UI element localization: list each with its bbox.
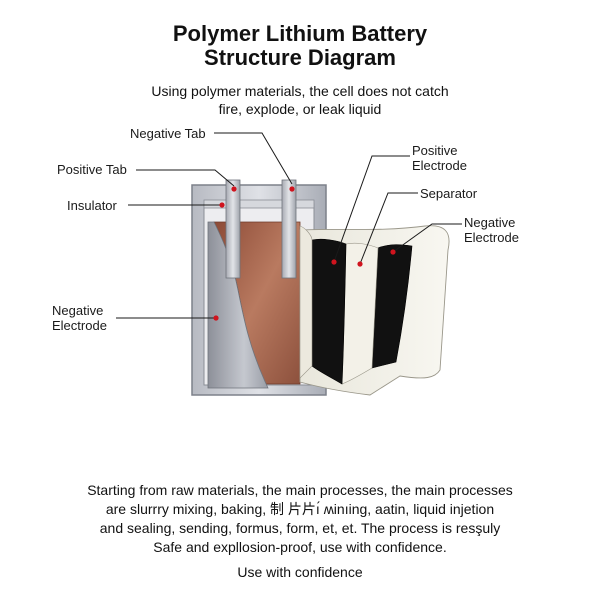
description-line-1: Starting from raw materials, the main pr… — [87, 482, 513, 498]
unrolled-layers — [299, 225, 450, 396]
label-positive-electrode: Positive Electrode — [412, 143, 467, 173]
footer-text: Use with confidence — [237, 564, 363, 580]
leader-dots — [213, 186, 396, 321]
negative-electrode-fold — [207, 221, 269, 389]
label-negative-electrode-left-line1: Negative — [52, 303, 104, 318]
label-negative-tab: Negative Tab — [130, 126, 206, 141]
subtitle-line-2: fire, explode, or leak liquid — [218, 101, 382, 117]
page-subtitle: Using polymer materials, the cell does n… — [0, 82, 600, 118]
front-paper-curl — [299, 225, 313, 379]
label-negative-electrode-left: Negative Electrode — [52, 303, 107, 333]
insulator-strip — [203, 199, 315, 209]
negative-tab — [281, 179, 297, 279]
label-separator: Separator — [420, 186, 478, 201]
positive-tab — [225, 179, 241, 279]
label-negative-electrode-right-line1: Negative — [464, 215, 516, 230]
page-title: Polymer Lithium Battery Structure Diagra… — [0, 22, 600, 70]
label-negative-electrode-left-line2: Electrode — [52, 318, 107, 333]
leader-lines — [116, 132, 462, 319]
description-line-2: are slurrry mixing, baking, 制 片片ı́ ʍinıi… — [105, 501, 495, 517]
description-line-4: Safe and expllosion-proof, use with conf… — [153, 539, 447, 555]
title-line-2: Structure Diagram — [204, 45, 396, 70]
subtitle-line-1: Using polymer materials, the cell does n… — [151, 83, 449, 99]
label-positive-tab: Positive Tab — [57, 162, 127, 177]
process-description: Starting from raw materials, the main pr… — [40, 481, 560, 557]
description-line-3: and sealing, sending, formus, form, et, … — [99, 520, 501, 536]
label-insulator: Insulator — [67, 198, 117, 213]
label-positive-electrode-line2: Electrode — [412, 158, 467, 173]
title-line-1: Polymer Lithium Battery — [172, 21, 428, 46]
label-negative-electrode-right-line2: Electrode — [464, 230, 519, 245]
positive-electrode-layer — [311, 238, 347, 385]
label-negative-electrode-right: Negative Electrode — [464, 215, 519, 245]
label-positive-electrode-line1: Positive — [412, 143, 458, 158]
